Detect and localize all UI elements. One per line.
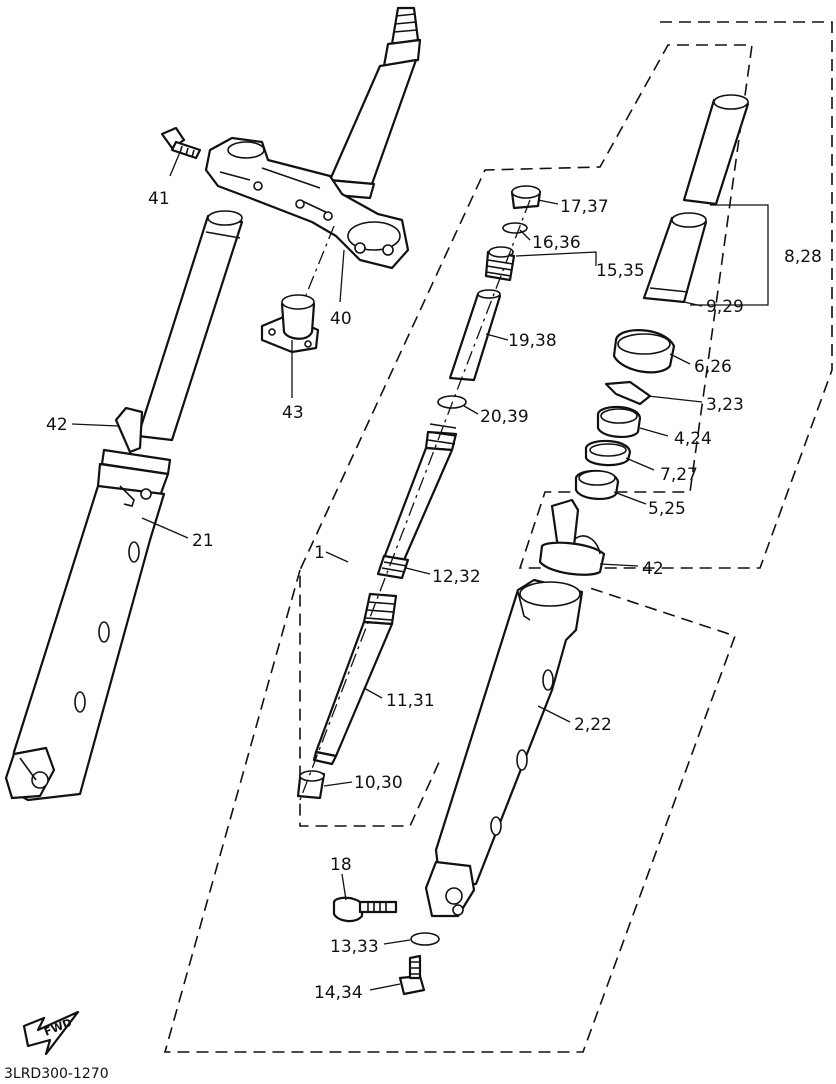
label-21: 21: [192, 531, 214, 551]
under-bracket: [204, 136, 410, 270]
clip-3-23: [604, 380, 652, 406]
label-18: 18: [330, 855, 352, 875]
guide-bush-5-25: [574, 469, 620, 500]
fwd-arrow-icon: FWD: [22, 1010, 80, 1056]
assembly-2-boundary: [163, 569, 737, 1053]
boot-42-right: [538, 498, 606, 576]
outer-tube-2-22: [424, 578, 584, 918]
bolt-18: [332, 896, 398, 923]
fork-spring: [382, 423, 458, 562]
label-3-23: 3,23: [706, 395, 744, 415]
o-ring-16-36: [502, 222, 528, 234]
alignment-line-stem: [303, 225, 335, 301]
cap-bolt-17-37: [510, 185, 542, 210]
label-4-24: 4,24: [674, 429, 712, 449]
part-labels: 41 40 43 42 21 1 17,37 16,36 15,35 19,38…: [46, 189, 822, 1003]
label-9-29: 9,29: [706, 297, 744, 317]
rebound-spring-12-32: [376, 554, 410, 580]
damper-rod-11-31: [312, 592, 398, 766]
inner-tube-9-29: [642, 212, 708, 304]
label-13-33: 13,33: [330, 937, 379, 957]
leader-lines: [71, 151, 703, 991]
washer-13-33: [410, 932, 440, 946]
label-17-37: 17,37: [560, 197, 609, 217]
label-42-left: 42: [46, 415, 68, 435]
label-10-30: 10,30: [354, 773, 403, 793]
label-42-right: 42: [642, 559, 664, 579]
label-12-32: 12,32: [432, 567, 481, 587]
label-5-25: 5,25: [648, 499, 686, 519]
inner-tube-8-28: [682, 94, 750, 206]
dust-seal-6-26: [612, 329, 676, 374]
bolt-41: [160, 126, 202, 160]
washer-7-27: [584, 439, 632, 467]
label-1: 1: [314, 543, 325, 563]
label-6-26: 6,26: [694, 357, 732, 377]
oil-seal-4-24: [596, 405, 642, 438]
sub-assembly-8-28-box: [690, 204, 769, 306]
label-8-28: 8,28: [784, 247, 822, 267]
assembly-1-boundary: [299, 21, 833, 827]
label-40: 40: [330, 309, 352, 329]
label-15-35: 15,35: [596, 261, 645, 281]
steering-stem: [322, 6, 422, 200]
oil-lock-piece-10-30: [296, 770, 326, 800]
label-16-36: 16,36: [532, 233, 581, 253]
collar-19-38: [448, 289, 502, 382]
label-41: 41: [148, 189, 170, 209]
label-19-38: 19,38: [508, 331, 557, 351]
seal-43: [260, 294, 320, 354]
label-43: 43: [282, 403, 304, 423]
label-7-27: 7,27: [660, 465, 698, 485]
label-14-34: 14,34: [314, 983, 363, 1003]
label-11-31: 11,31: [386, 691, 435, 711]
label-20-39: 20,39: [480, 407, 529, 427]
label-2-22: 2,22: [574, 715, 612, 735]
drain-bolt-14-34: [398, 954, 426, 996]
fork-leg-21: [4, 210, 244, 802]
diagram-code: 3LRD300-1270: [4, 1066, 109, 1082]
